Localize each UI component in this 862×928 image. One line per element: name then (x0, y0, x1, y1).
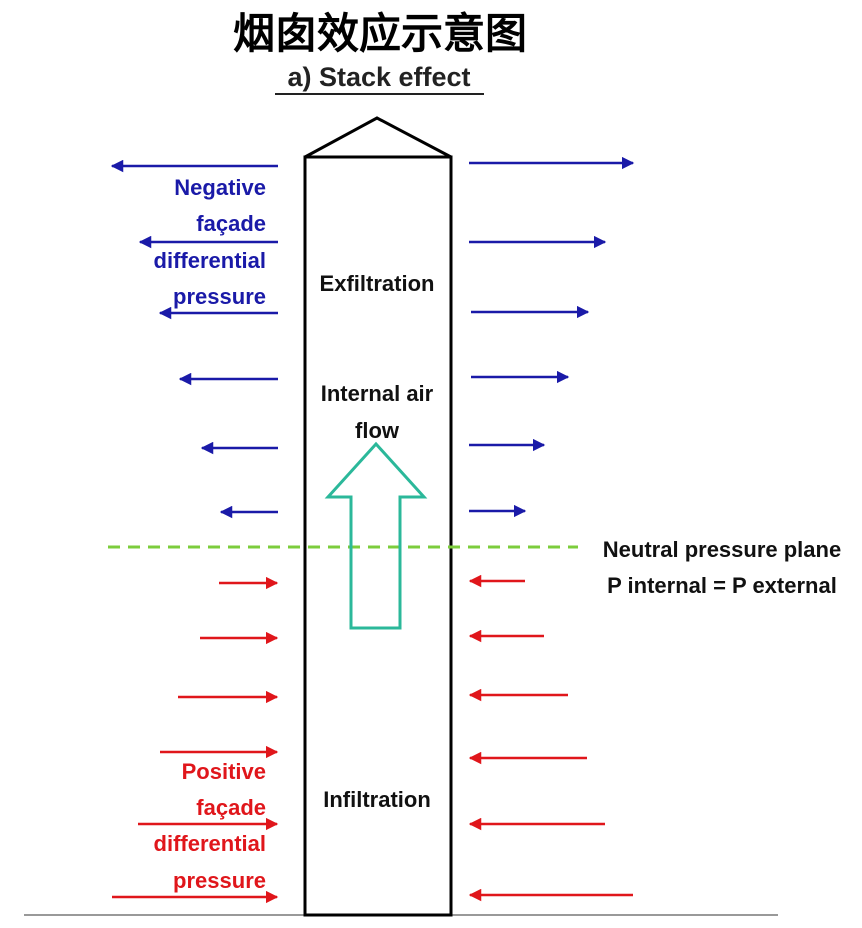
positive-arrows-right (468, 574, 633, 902)
positive-pressure-label: Positive façade differential pressure (154, 759, 266, 893)
positive-arrows-left (112, 576, 279, 904)
negative-label-line: façade (196, 211, 266, 236)
exfiltration-label: Exfiltration (320, 271, 435, 296)
building-outline-icon (303, 116, 453, 917)
neutral-plane-label: Neutral pressure plane (603, 537, 841, 562)
building-walls (303, 155, 453, 917)
diagram-subtitle: a) Stack effect (287, 62, 470, 92)
negative-arrows-left (110, 159, 278, 519)
internal-air-flow-label: flow (355, 418, 400, 443)
negative-arrows-right (469, 156, 635, 518)
negative-label-line: pressure (173, 284, 266, 309)
negative-pressure-label: Negative façade differential pressure (154, 175, 266, 309)
negative-label-line: Negative (174, 175, 266, 200)
diagram-title: 烟囱效应示意图 (233, 9, 527, 58)
positive-label-line: pressure (173, 868, 266, 893)
positive-label-line: Positive (182, 759, 266, 784)
neutral-plane-label: P internal = P external (607, 573, 837, 598)
positive-label-line: differential (154, 831, 266, 856)
building-roof (304, 116, 452, 159)
internal-air-flow-label: Internal air (321, 381, 434, 406)
positive-label-line: façade (196, 795, 266, 820)
negative-label-line: differential (154, 248, 266, 273)
infiltration-label: Infiltration (323, 787, 431, 812)
upward-arrow-icon (324, 441, 428, 630)
